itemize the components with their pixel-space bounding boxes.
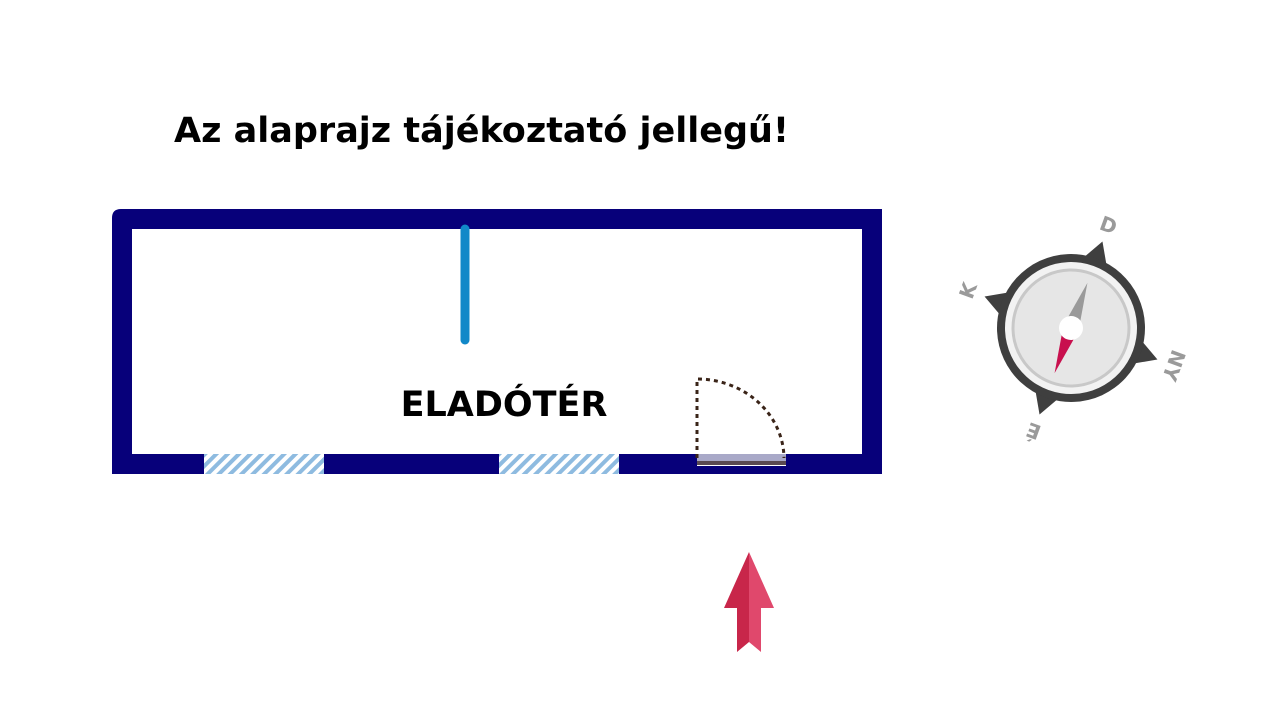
outer-walls: [112, 209, 882, 474]
compass-icon: É K D NY: [954, 211, 1190, 445]
window-left: [204, 454, 324, 474]
compass-label-east: K: [954, 278, 982, 302]
compass-label-north: É: [1023, 417, 1044, 444]
entrance-arrow-icon: [724, 552, 774, 652]
window-right: [499, 454, 619, 474]
disclaimer-title: Az alaprajz tájékoztató jellegű!: [174, 111, 789, 151]
compass-label-west: NY: [1157, 347, 1190, 385]
room-label-eladoter: ELADÓTÉR: [401, 383, 608, 425]
door-frame: [697, 461, 786, 465]
compass-label-south: D: [1097, 211, 1121, 239]
door-sill: [697, 454, 786, 461]
door-swing: [695, 377, 786, 459]
